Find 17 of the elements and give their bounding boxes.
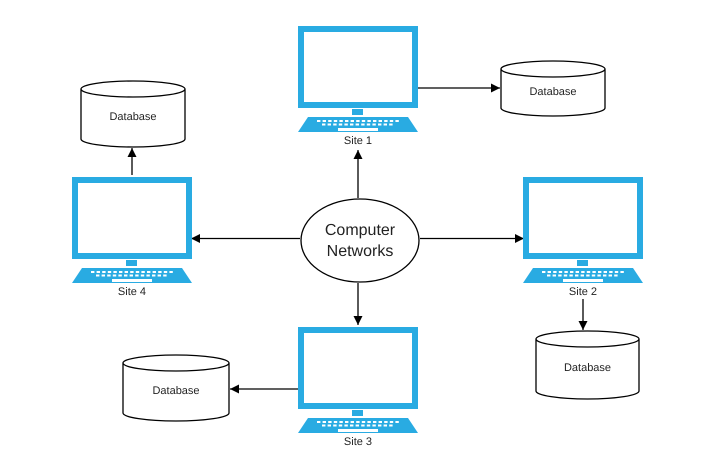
node-label: Computer Networks xyxy=(324,221,396,262)
arrow xyxy=(420,234,524,243)
site-label: Site 4 xyxy=(116,286,148,299)
arrow xyxy=(191,234,300,243)
database-label: Database xyxy=(528,86,578,98)
site-label: Site 1 xyxy=(342,135,374,148)
site-label: Site 3 xyxy=(342,436,374,449)
database-label: Database xyxy=(151,385,201,398)
arrow xyxy=(230,384,299,394)
database-label: Database xyxy=(562,362,612,375)
site-label: Site 2 xyxy=(568,286,598,299)
arrow xyxy=(417,84,500,92)
arrow xyxy=(354,283,362,325)
arrow xyxy=(128,148,136,175)
arrow xyxy=(354,150,362,198)
arrow xyxy=(578,299,588,330)
database-label: Database xyxy=(108,111,158,124)
